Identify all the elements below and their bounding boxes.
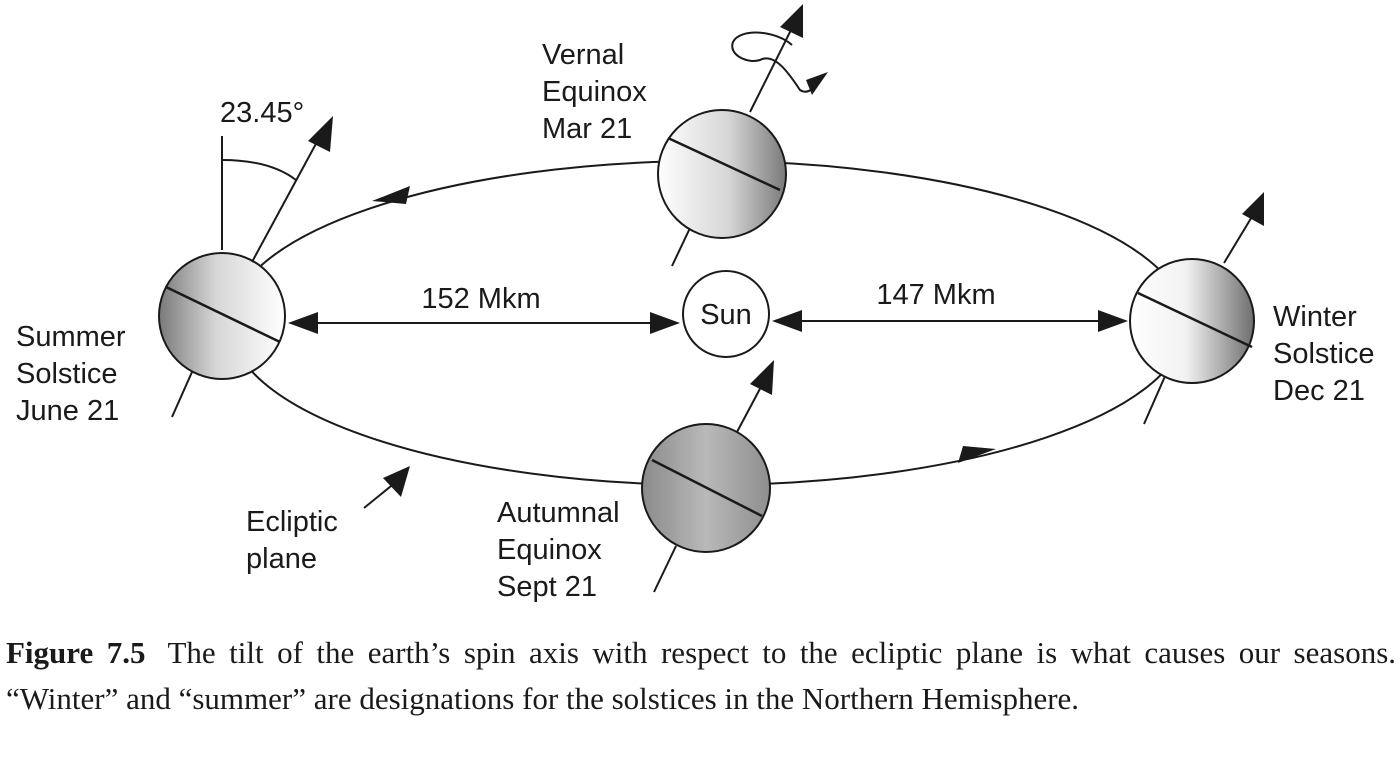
autumnal-label-line2: Equinox <box>497 534 602 566</box>
sun <box>682 270 770 358</box>
ecliptic-label-line2: plane <box>246 543 317 575</box>
summer-label-line1: Summer <box>16 321 126 353</box>
distance-label-right: 147 Mkm <box>876 279 995 311</box>
earth-winter-solstice <box>1129 192 1264 425</box>
vernal-label-line3: Mar 21 <box>542 113 632 145</box>
earth-vernal-equinox <box>657 4 828 267</box>
tilt-angle-label: 23.45° <box>220 97 304 129</box>
ecliptic-label-line1: Ecliptic <box>246 506 338 538</box>
orbit-direction-arrow-top <box>372 186 410 204</box>
summer-label-line3: June 21 <box>16 395 119 427</box>
distance-arrow-right <box>772 310 1128 332</box>
figure-number: Figure 7.5 <box>6 635 146 670</box>
winter-label-line1: Winter <box>1273 301 1357 333</box>
summer-label-line2: Solstice <box>16 358 118 390</box>
earth-autumnal-equinox <box>641 360 774 593</box>
ecliptic-pointer-arrow <box>363 466 410 509</box>
autumnal-label-line1: Autumnal <box>497 497 620 529</box>
tilt-angle-marker <box>221 136 297 250</box>
vernal-label-line1: Vernal <box>542 39 624 71</box>
autumnal-label-line3: Sept 21 <box>497 571 597 603</box>
distance-arrow-left <box>288 312 680 334</box>
seasons-diagram: 23.45° Summer Solstice June 21 Vernal Eq… <box>16 4 1375 603</box>
rotation-swirl <box>731 31 819 93</box>
winter-label-line2: Solstice <box>1273 338 1375 370</box>
winter-label-line3: Dec 21 <box>1273 375 1365 407</box>
caption-text: The tilt of the earth’s spin axis with r… <box>6 635 1397 716</box>
distance-label-left: 152 Mkm <box>421 283 540 315</box>
vernal-label-line2: Equinox <box>542 76 647 108</box>
orbit-direction-arrow-bottom <box>958 446 996 463</box>
sun-label: Sun <box>700 299 752 331</box>
earth-summer-solstice <box>158 116 333 418</box>
